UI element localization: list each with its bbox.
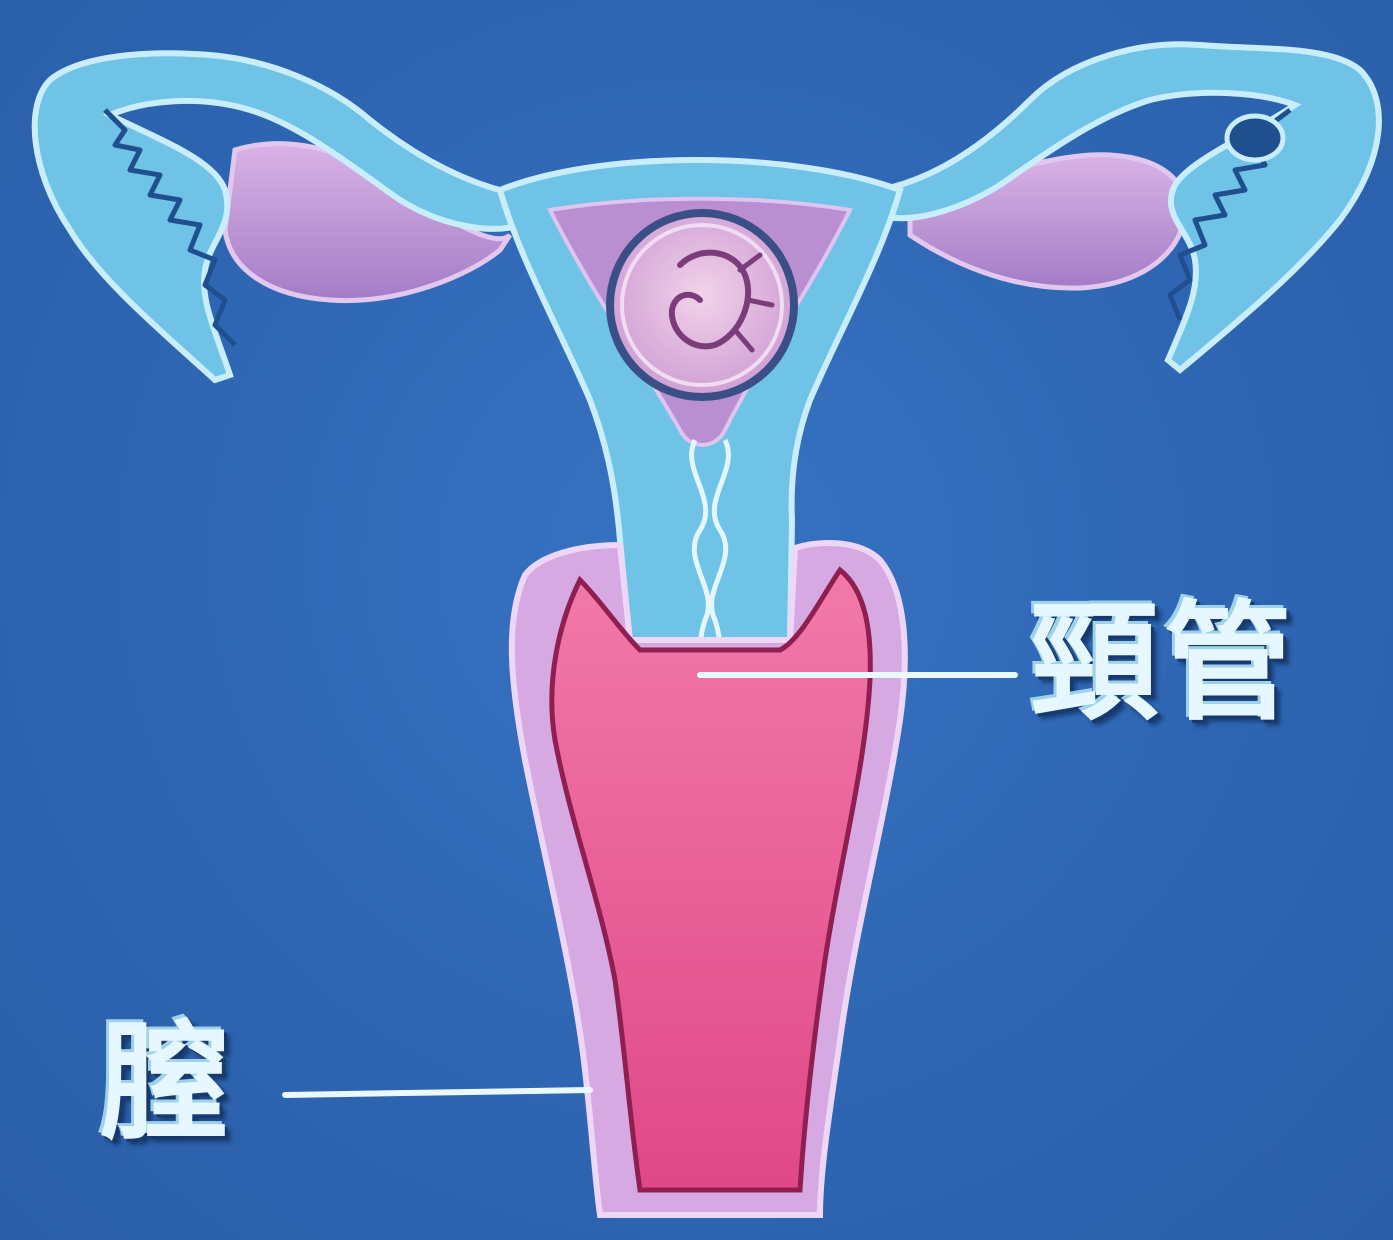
vagina-label: 膣 <box>100 1020 234 1148</box>
cervical-canal-label: 頸管 <box>1030 600 1298 728</box>
vagina-leader-line <box>285 1090 590 1095</box>
right-tube-opening <box>1227 116 1283 160</box>
embryo-icon <box>610 213 794 397</box>
